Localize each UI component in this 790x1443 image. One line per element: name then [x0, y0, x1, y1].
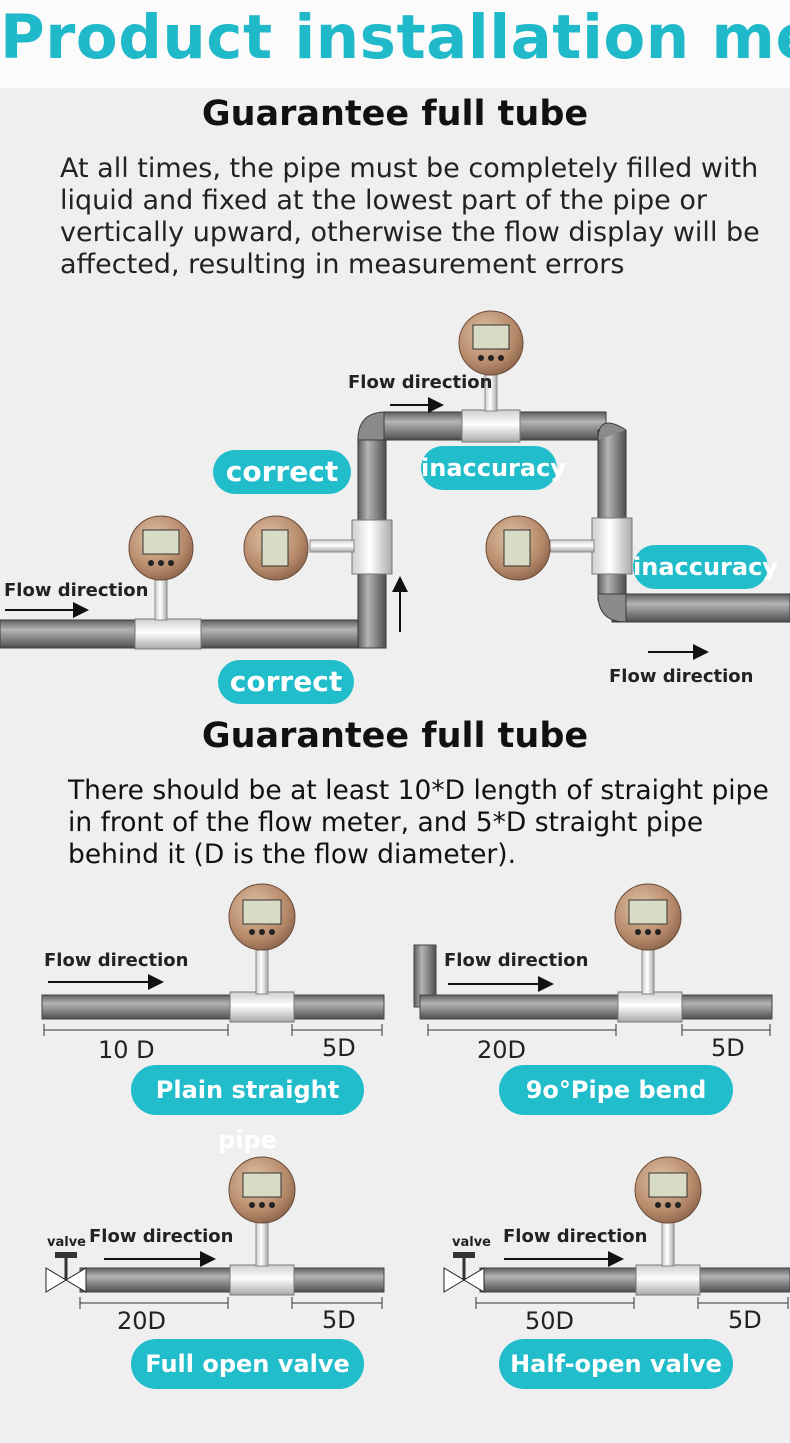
case-half-valve-diagram [443, 1156, 790, 1309]
case-full-valve-diagram [45, 1156, 385, 1309]
valve-label: valve [47, 1235, 86, 1250]
inaccuracy-tag: inaccuracy [421, 446, 566, 490]
header-banner: Product installation method [0, 0, 790, 88]
section2-heading: Guarantee full tube [201, 716, 589, 756]
flow-direction-label: Flow direction [444, 950, 589, 971]
main-pipe [0, 411, 790, 649]
flow-direction-label: Flow direction [348, 372, 493, 393]
upstream-length-label: 20D [117, 1307, 167, 1335]
upstream-length-label: 50D [525, 1307, 575, 1335]
upstream-length-label: 10 D [98, 1036, 155, 1064]
flow-direction-label: Flow direction [4, 580, 149, 601]
flow-direction-label: Flow direction [503, 1226, 648, 1247]
section1-heading: Guarantee full tube [201, 94, 589, 134]
correct-tag: correct [213, 450, 351, 494]
flow-meter-icon [243, 515, 393, 581]
flow-direction-label: Flow direction [44, 950, 189, 971]
downstream-length-label: 5D [322, 1306, 356, 1334]
flow-direction-label: Flow direction [609, 666, 754, 687]
flow-meter-icon [128, 515, 202, 650]
inaccuracy-tag: inaccuracy [633, 545, 778, 589]
case-straight-diagram [41, 883, 385, 1036]
upstream-length-label: 20D [477, 1036, 527, 1064]
case-caption: Plain straight pipe [131, 1065, 364, 1154]
flow-meter-icon [485, 515, 633, 581]
correct-tag: correct [218, 660, 354, 704]
case-caption: Half-open valve [499, 1339, 733, 1389]
downstream-length-label: 5D [711, 1034, 745, 1062]
downstream-length-label: 5D [728, 1306, 762, 1334]
section1-paragraph: At all times, the pipe must be completel… [60, 153, 760, 280]
section2-paragraph: There should be at least 10*D length of … [68, 775, 769, 870]
case-bend-diagram [413, 883, 773, 1036]
case-caption: Full open valve [131, 1339, 364, 1389]
flow-meter-icon [458, 310, 524, 443]
flow-direction-label: Flow direction [89, 1226, 234, 1247]
case-caption: 9o°Pipe bend [499, 1065, 733, 1115]
valve-label: valve [452, 1235, 491, 1250]
downstream-length-label: 5D [322, 1034, 356, 1062]
page-title: Product installation method [0, 2, 790, 73]
